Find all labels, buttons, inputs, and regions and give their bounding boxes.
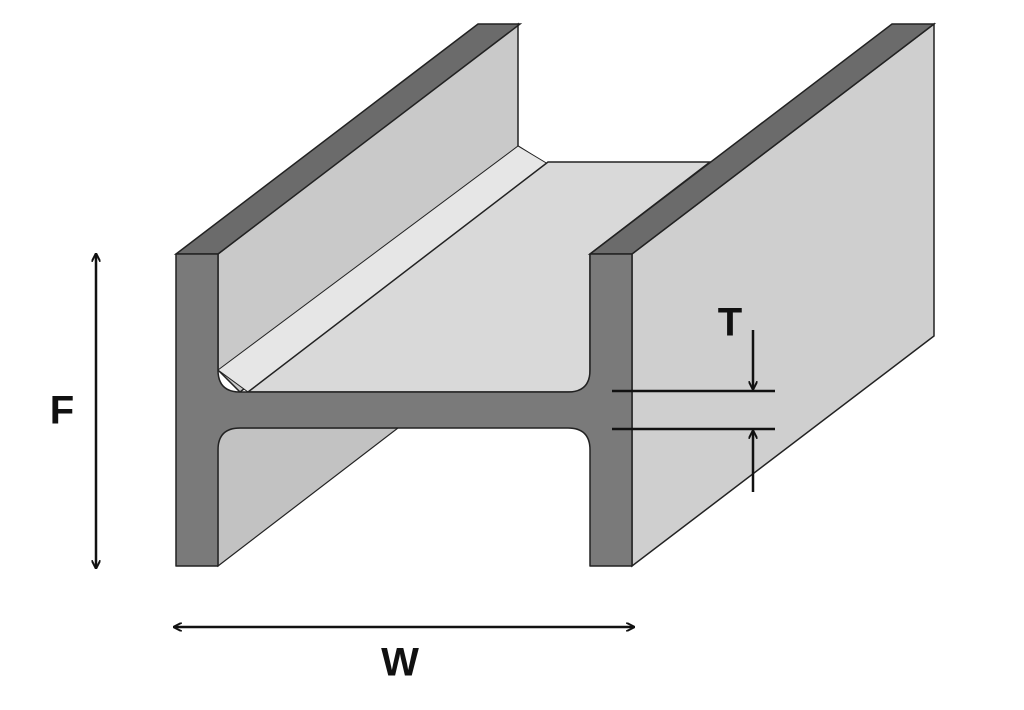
dimension-w-label: W: [381, 641, 419, 685]
dimension-t: T: [612, 301, 775, 492]
beam-body: [173, 22, 937, 568]
dimension-t-label: T: [718, 301, 742, 345]
dimension-f-label: F: [50, 389, 74, 433]
under-web-face: [217, 427, 400, 568]
h-cross-section: [175, 253, 633, 567]
dimension-w: W: [174, 627, 634, 685]
dimension-f: F: [50, 254, 96, 568]
right-flange-outer-face: [631, 22, 935, 568]
